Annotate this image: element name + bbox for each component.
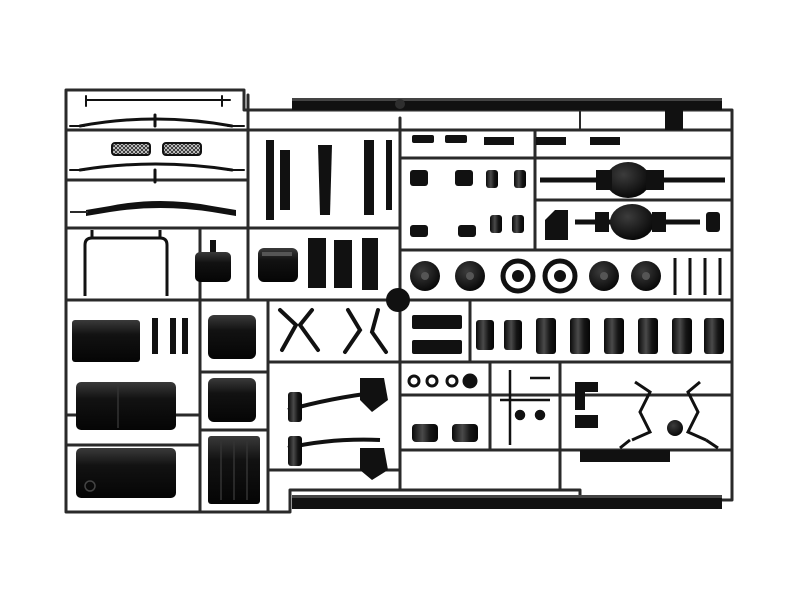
handrail-frame (83, 230, 169, 296)
round-knob (667, 420, 683, 436)
grille-mesh-panels (111, 142, 202, 156)
seat-back (258, 248, 298, 282)
central-gate (386, 288, 410, 312)
engine-mounts (619, 380, 719, 450)
mirror-housing (195, 240, 231, 282)
small-linkage-parts (673, 258, 722, 295)
fuel-tank-lower (76, 448, 176, 498)
seat-cushions (208, 315, 260, 504)
front-axle-beam (70, 201, 236, 216)
chassis-rail-top (292, 98, 722, 130)
rear-differential-lower (575, 204, 700, 240)
battery-boxes (412, 315, 462, 354)
crossmembers (266, 140, 392, 290)
suspension-brackets (278, 308, 388, 354)
brake-chambers (412, 424, 478, 442)
grille-bars (69, 95, 245, 184)
wheel-hubs (410, 258, 661, 294)
cylinders (476, 318, 724, 354)
small-struts (152, 318, 188, 354)
valve-parts (500, 370, 550, 445)
small-rings (407, 373, 478, 389)
chassis-rail-bottom (292, 450, 722, 509)
fuel-tank-upper (76, 382, 176, 430)
leaf-spring-lower (287, 436, 388, 480)
step-panel (72, 320, 140, 362)
rear-differential-upper (540, 162, 725, 198)
bracket-parts (410, 135, 720, 240)
leaf-spring-upper (287, 378, 388, 422)
steering-brackets (575, 382, 598, 428)
